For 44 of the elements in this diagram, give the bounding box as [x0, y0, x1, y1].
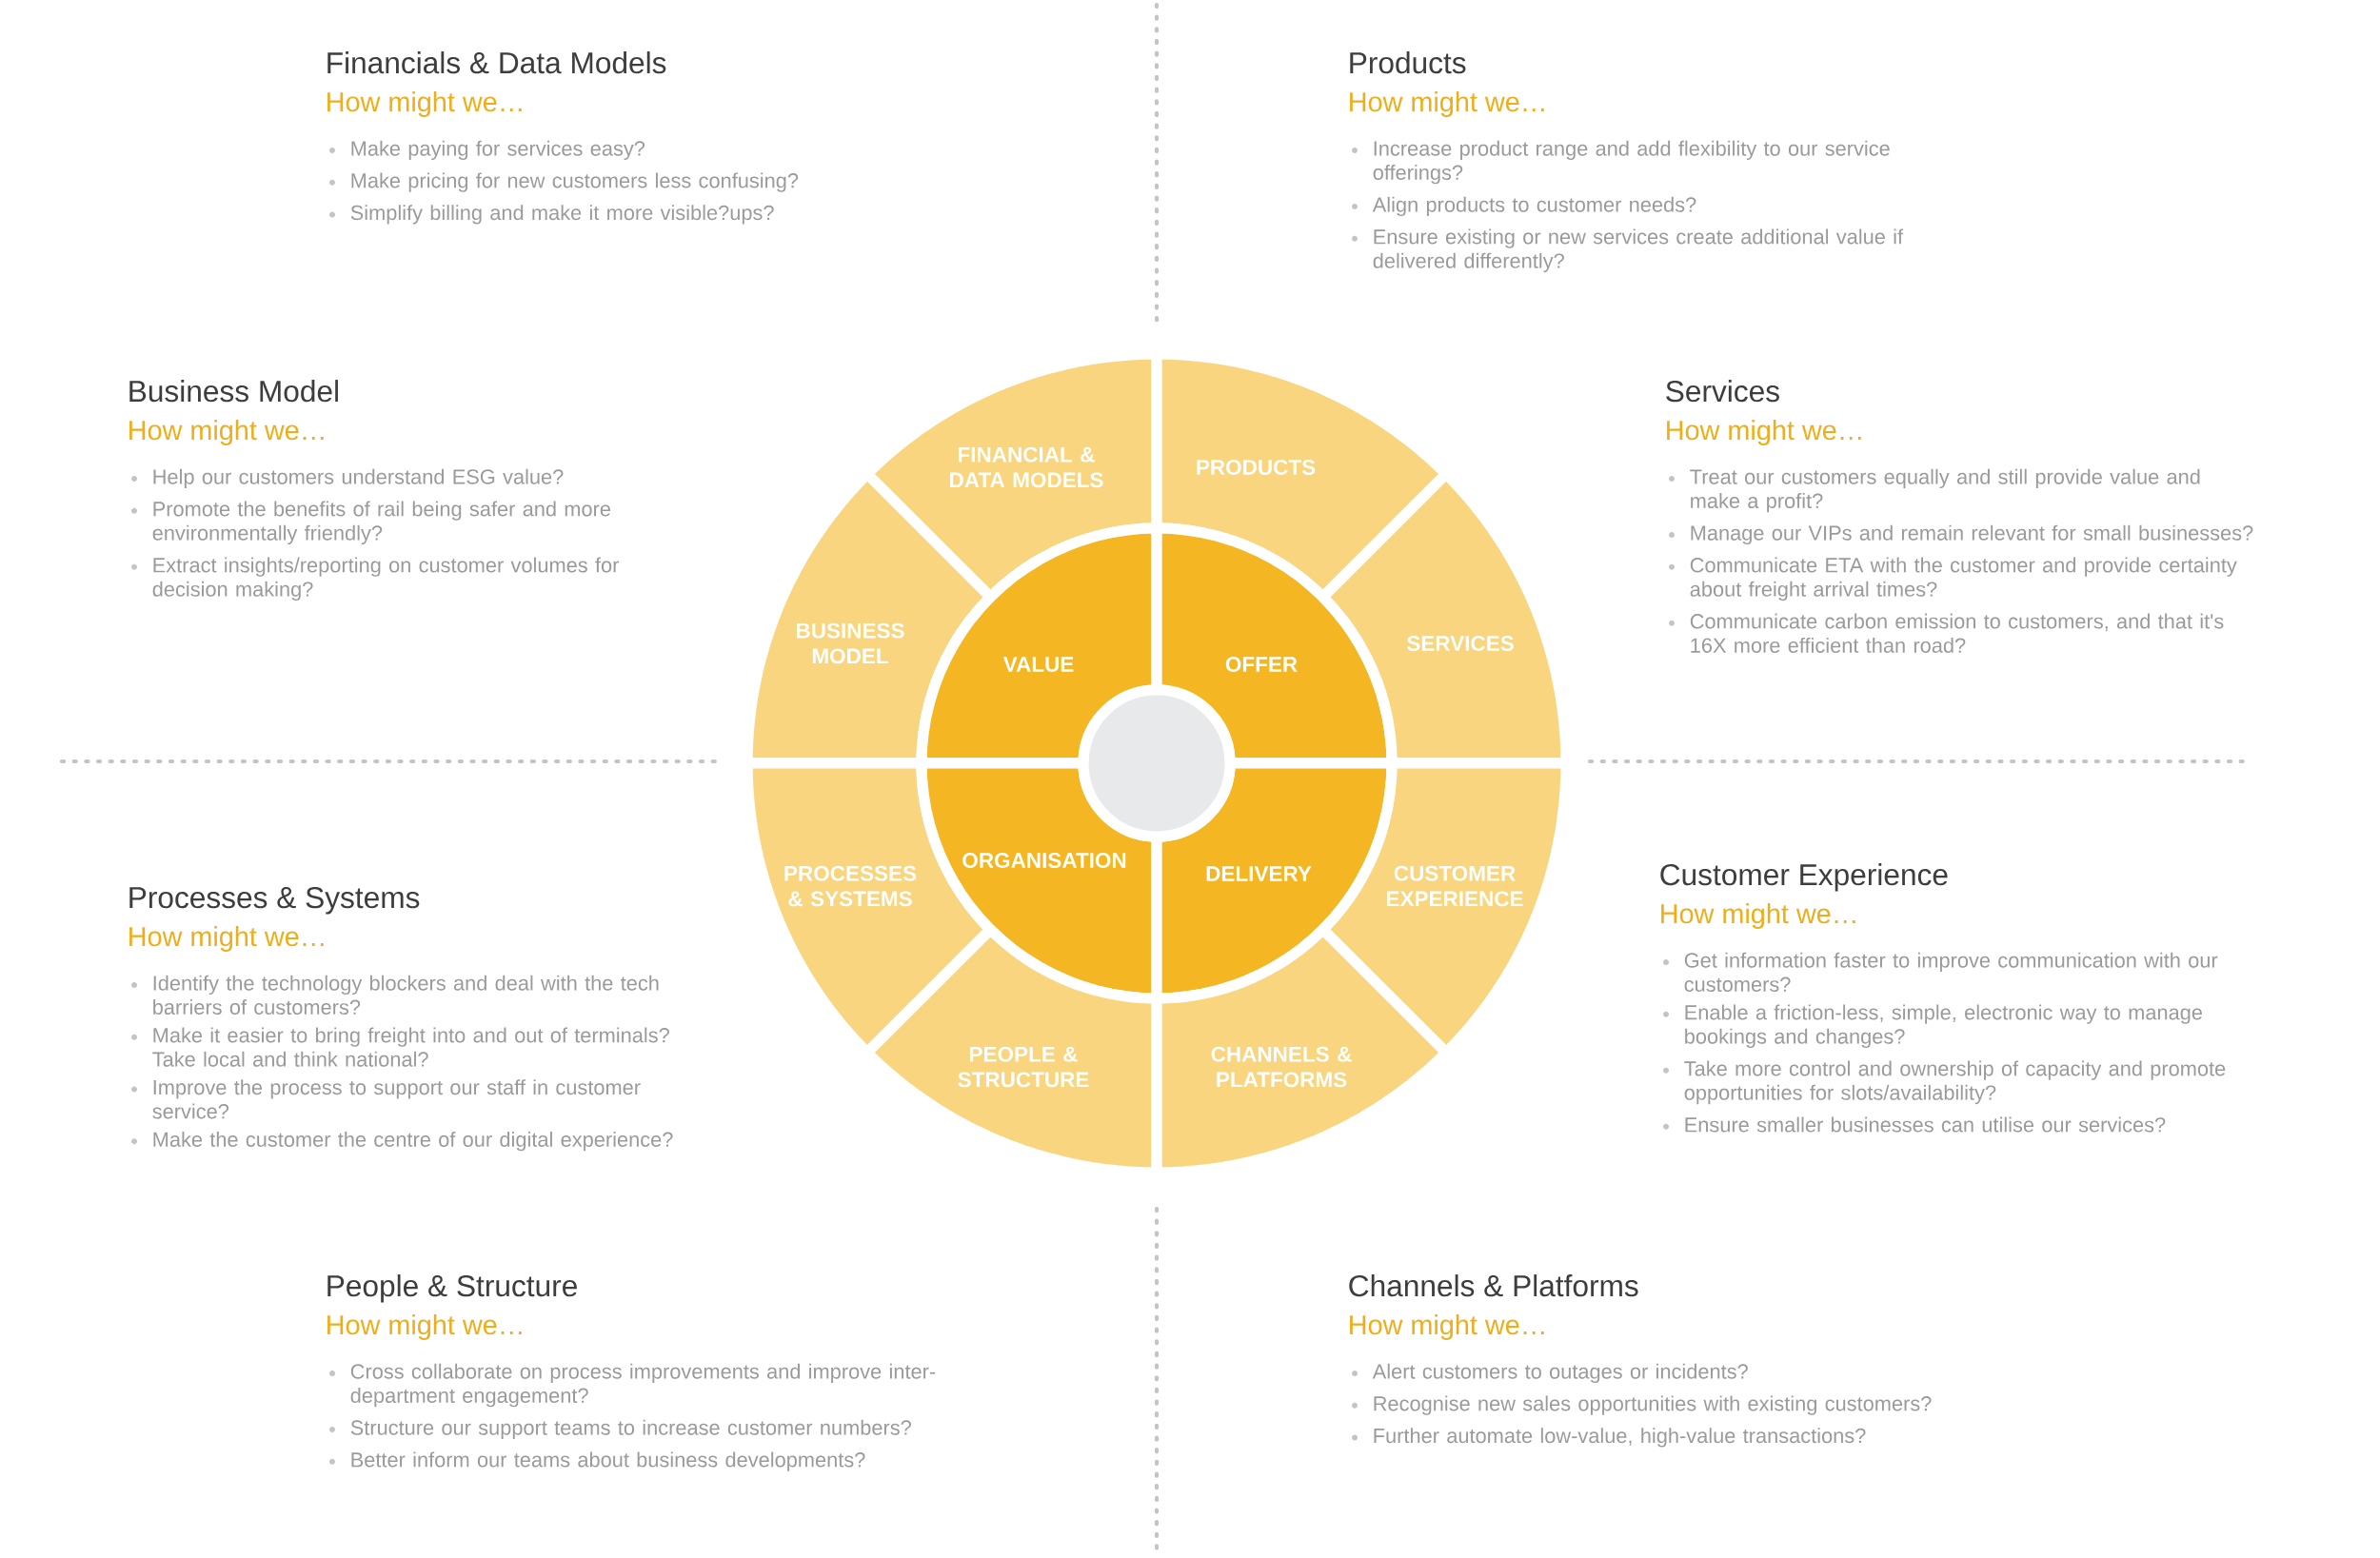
bullet-text: Increase product range and add flexibility to our service offerings?: [1373, 140, 1890, 185]
bullet-text: Ensure existing or new services create additional value if delivered differently?: [1373, 228, 1904, 273]
bullet-text: Improve the process to support our staff in customer service?: [152, 1079, 641, 1119]
bullet-text: Extract insights/reporting on customer volumes for decision making?: [152, 557, 620, 602]
subheading: How might we…: [129, 926, 324, 952]
bullet-text: Better inform our teams about business developments?: [351, 1451, 865, 1471]
subheading: How might we…: [129, 420, 324, 445]
bullet-text: Make pricing for new customers less confusing?: [351, 172, 799, 192]
subheading: How might we…: [1350, 91, 1544, 117]
bullet-text: Make paying for services easy?: [351, 140, 645, 160]
bullet-text: Take more control and ownership of capacity and promote opportunities for slots/availability?: [1684, 1060, 2226, 1105]
bullet-text: Recognise new sales opportunities with existing customers?: [1374, 1395, 1932, 1415]
bullet-text: Get information faster to improve communication with our customers?: [1684, 952, 2218, 993]
heading: Business Model: [129, 380, 338, 403]
bullet-text: Communicate carbon emission to customers, and that it's 16X more efficient than road?: [1690, 613, 2224, 653]
heading: Processes & Systems: [129, 886, 420, 915]
bullet-text: Align products to customer needs?: [1372, 196, 1696, 217]
bullet-text: Help our customers understand ESG value?: [153, 468, 564, 488]
subheading: How might we…: [1661, 903, 1855, 929]
bullet-text: Make it easier to bring freight into and out of terminals? Take local and think national?: [152, 1027, 669, 1067]
center-circle: [1078, 684, 1236, 842]
bullet-text: Manage our VIPs and remain relevant for small businesses?: [1691, 524, 2253, 545]
bullet-text: Ensure smaller businesses can utilise our services?: [1685, 1116, 2166, 1133]
bullet-text: Enable a friction-less, simple, electronic way to manage bookings and changes?: [1685, 1004, 2202, 1049]
subheading: How might we…: [1667, 420, 1861, 445]
subheading: How might we…: [327, 91, 522, 117]
bullet-text: Further automate low-value, high-value transactions?: [1374, 1428, 1866, 1448]
heading: Financials & Data Models: [327, 51, 666, 74]
bullet-text: Make the customer the centre of our digital experience?: [153, 1131, 673, 1152]
heading: Customer Experience: [1660, 863, 1948, 892]
bullet-text: Simplify billing and make it more visible?ups?: [350, 205, 774, 225]
heading: People & Structure: [327, 1274, 577, 1303]
bullet-text: Communicate ETA with the customer and provide certainty about freight arrival times?: [1690, 557, 2237, 602]
bullet-text: Cross collaborate on process improvements and improve inter-department engagement?: [350, 1363, 936, 1408]
bullet-text: Treat our customers equally and still provide value and make a profit?: [1690, 468, 2200, 513]
subheading: How might we…: [327, 1314, 522, 1340]
heading: Channels & Platforms: [1349, 1274, 1638, 1297]
bullet-text: Alert customers to outages or incidents?: [1372, 1363, 1748, 1384]
bullet-text: Structure our support teams to increase customer numbers?: [350, 1419, 911, 1440]
bullet-text: Promote the benefits of rail being safer and more environmentally friendly?: [152, 501, 610, 545]
heading: Products: [1350, 51, 1466, 74]
subheading: How might we…: [1350, 1314, 1544, 1340]
heading: Services: [1666, 380, 1779, 403]
bullet-text: Identify the technology blockers and deal with the tech barriers of customers?: [153, 975, 659, 1016]
